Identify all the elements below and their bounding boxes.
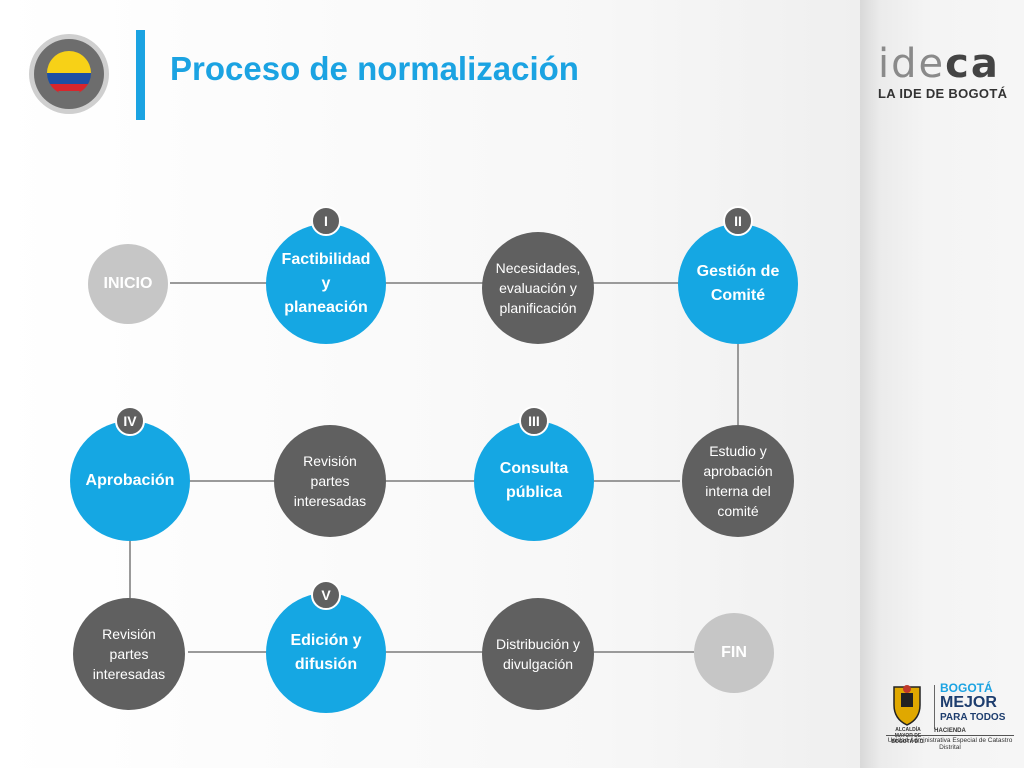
alcaldia-label: ALCALDÍA MAYOR DE BOGOTÁ D.C. — [891, 727, 925, 745]
logo-word-suffix: ca — [945, 41, 1000, 87]
flow-connectors — [129, 282, 739, 653]
end-node: FIN — [694, 613, 774, 693]
logo-tagline: LA IDE DE BOGOTÁ — [878, 86, 1008, 101]
sidebar-panel — [860, 0, 1024, 768]
step-node: Revisión partes interesadas — [73, 598, 185, 710]
start-node: INICIO — [88, 244, 168, 324]
bogota-mejor-logo: BOGOTÁ MEJOR PARA TODOS — [940, 681, 1014, 725]
uaecd-label: Unidad Administrativa Especial de Catast… — [887, 737, 1013, 751]
logo-word-prefix: ide — [878, 41, 946, 87]
phase-4-badge: IV — [115, 406, 145, 436]
step-node: Necesidades, evaluación y planificación — [482, 232, 594, 344]
bogota-word: BOGOTÁ — [940, 681, 993, 695]
hacienda-label: HACIENDA — [934, 728, 966, 734]
phase-5-node: Edición y difusión — [266, 593, 386, 713]
footer-divider — [934, 685, 935, 729]
phase-3-badge: III — [519, 406, 549, 436]
footer-rule — [886, 735, 1014, 736]
phase-1-node: Factibilidad y planeación — [266, 224, 386, 344]
bogota-coat-of-arms-icon — [893, 685, 921, 726]
footer-logos: ALCALDÍA MAYOR DE BOGOTÁ D.C. BOGOTÁ MEJ… — [886, 681, 1014, 749]
title-accent-bar — [136, 30, 145, 120]
mejor-word: MEJOR — [940, 694, 997, 711]
page-title: Proceso de normalización — [170, 50, 579, 87]
step-node: Distribución y divulgación — [482, 598, 594, 710]
step-node: Revisión partes interesadas — [274, 425, 386, 537]
phase-1-badge: I — [311, 206, 341, 236]
phase-5-badge: V — [311, 580, 341, 610]
ideca-logo: ideca LA IDE DE BOGOTÁ — [878, 44, 1007, 101]
phase-2-node: Gestión de Comité — [678, 224, 798, 344]
phase-3-node: Consulta pública — [474, 421, 594, 541]
phase-2-badge: II — [723, 206, 753, 236]
para-todos-word: PARA TODOS — [940, 712, 1006, 723]
colombia-pin-icon — [29, 34, 109, 114]
phase-4-node: Aprobación — [70, 421, 190, 541]
footer-entity: HACIENDA Unidad Administrativa Especial … — [886, 728, 1014, 758]
step-node: Estudio y aprobación interna del comité — [682, 425, 794, 537]
